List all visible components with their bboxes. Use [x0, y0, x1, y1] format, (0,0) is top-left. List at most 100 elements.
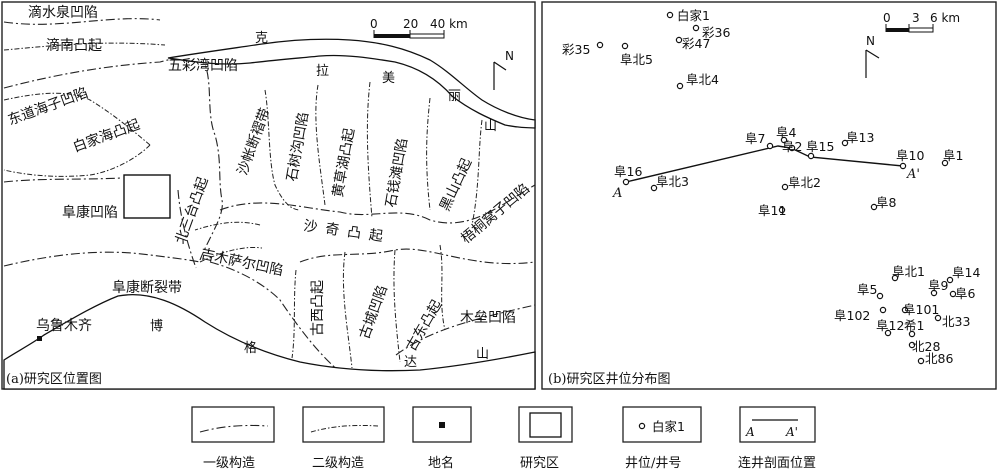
well-marker — [946, 276, 954, 284]
scale-b-zero: 0 — [883, 11, 891, 25]
well-label: 阜5 — [857, 282, 877, 297]
bogeda-char-4: 山 — [476, 347, 489, 362]
well-label: 阜15 — [806, 139, 834, 154]
well-label: 阜14 — [952, 265, 980, 280]
well-marker — [876, 292, 884, 300]
legend-well: 白家1 井位/井号 — [622, 406, 702, 471]
well-marker — [807, 152, 815, 160]
scale-bar-b: 0 3 6 km — [883, 11, 960, 33]
legend-first-order-label: 一级构造 — [203, 456, 255, 471]
kelameili-char-5: 山 — [484, 119, 497, 134]
scale-a-end: 40 km — [430, 17, 468, 31]
well-label: 阜13 — [846, 130, 874, 145]
kelameili-char-2: 拉 — [316, 64, 329, 79]
north-b-label: N — [866, 34, 875, 48]
bogeda-range — [3, 294, 536, 390]
scale-b-mid: 3 — [912, 11, 920, 25]
well-marker — [949, 290, 957, 298]
section-start-label: A — [612, 186, 622, 201]
well-marker — [934, 314, 942, 322]
legend-second-order-label: 二级构造 — [312, 456, 364, 471]
kelameili-char-3: 美 — [382, 71, 395, 86]
bogeda-char-3: 达 — [404, 355, 417, 370]
legend-section-a2: A' — [785, 425, 798, 439]
legend-second-order: 二级构造 — [302, 406, 385, 471]
wells: 白家1 彩36 彩47 彩35 阜北5 阜北4 阜4 阜7 阜2 阜15 阜13… — [562, 8, 980, 366]
bogeda-char-2: 格 — [244, 340, 257, 356]
legend-section-label: 连井剖面位置 — [738, 455, 816, 471]
legend-study-area-label: 研究区 — [520, 456, 559, 471]
well-marker — [666, 11, 674, 19]
legend-place: 地名 — [412, 406, 472, 471]
well-marker — [650, 184, 658, 192]
scale-a-mid: 20 — [403, 17, 418, 31]
well-label: 阜2 — [782, 139, 802, 154]
well-label: 阜6 — [955, 286, 976, 301]
well-label: 阜7 — [745, 131, 765, 146]
well-marker — [766, 142, 774, 150]
scale-b-end: 6 km — [930, 11, 960, 25]
study-area-box — [123, 174, 171, 219]
well-label: 阜北4 — [686, 72, 719, 87]
well-marker — [676, 82, 684, 90]
well-label: 北33 — [942, 314, 970, 329]
well-marker — [917, 357, 925, 365]
well-label: 阜北2 — [788, 175, 821, 190]
map-a: 滴水泉凹陷 滴南凸起 五彩湾凹陷 东道海子凹陷 白家海凸起 沙帐断褶带 石树沟凹… — [1, 1, 536, 390]
map-b: 0 3 6 km N A A' 白家1 彩36 彩47 彩35 阜北5 — [541, 1, 997, 390]
label-wucaiwan: 五彩湾凹陷 — [168, 57, 238, 74]
north-arrow-b: N — [865, 34, 880, 78]
label-guxi: 古西凸起 — [310, 280, 326, 336]
caption-b: (b)研究区井位分布图 — [548, 372, 670, 387]
well-label: 阜101 — [903, 302, 939, 317]
kelameili-range — [167, 38, 536, 129]
well-label: 阜16 — [614, 164, 642, 179]
well-label: 北86 — [925, 351, 953, 366]
label-fukangduanlie: 阜康断裂带 — [112, 279, 182, 296]
well-marker — [781, 183, 789, 191]
second-order-boundaries — [3, 42, 483, 369]
caption-a: (a)研究区位置图 — [6, 372, 102, 387]
well-marker — [622, 178, 630, 186]
well-marker — [788, 144, 796, 152]
well-marker — [778, 206, 786, 214]
legend: 一级构造 二级构造 地名 研究区 白家1 井位/井号 — [191, 406, 816, 471]
legend-well-label: 井位/井号 — [625, 456, 681, 471]
well-marker — [870, 203, 878, 211]
legend-place-label: 地名 — [428, 455, 454, 471]
well-label: 彩35 — [562, 42, 590, 57]
well-marker — [908, 341, 916, 349]
well-label: 希1 — [904, 318, 924, 333]
well-marker — [780, 136, 788, 144]
well-marker — [621, 42, 629, 50]
well-marker — [930, 289, 938, 297]
well-marker — [891, 274, 899, 282]
scale-a-zero: 0 — [370, 17, 378, 31]
well-label: 北28 — [912, 339, 940, 354]
scale-bar-a: 0 20 40 km — [370, 17, 468, 39]
well-marker — [692, 24, 700, 32]
well-marker — [901, 306, 909, 314]
well-marker — [908, 330, 916, 338]
well-label: 彩47 — [682, 36, 710, 51]
urumqi-marker — [37, 336, 42, 341]
well-marker — [941, 159, 949, 167]
well-marker — [899, 162, 907, 170]
map-b-frame — [541, 1, 997, 390]
kelameili-char-1: 克 — [255, 31, 268, 46]
well-label: 阜北3 — [656, 174, 689, 189]
bogeda-char-1: 博 — [150, 319, 163, 334]
label-dinan: 滴南凸起 — [46, 37, 102, 54]
legend-first-order: 一级构造 — [191, 406, 275, 471]
legend-well-example: 白家1 — [652, 419, 685, 434]
well-label: 阜北5 — [620, 52, 653, 67]
well-label: 阜4 — [776, 125, 797, 140]
well-label: 阜8 — [876, 195, 897, 210]
kelameili-char-4: 丽 — [448, 89, 461, 104]
north-a-label: N — [505, 49, 514, 63]
legend-study-area: 研究区 — [518, 406, 573, 471]
well-label: 阜北1 — [892, 264, 925, 279]
label-dishuiquan: 滴水泉凹陷 — [28, 4, 98, 21]
label-urumqi: 乌鲁木齐 — [36, 318, 92, 334]
